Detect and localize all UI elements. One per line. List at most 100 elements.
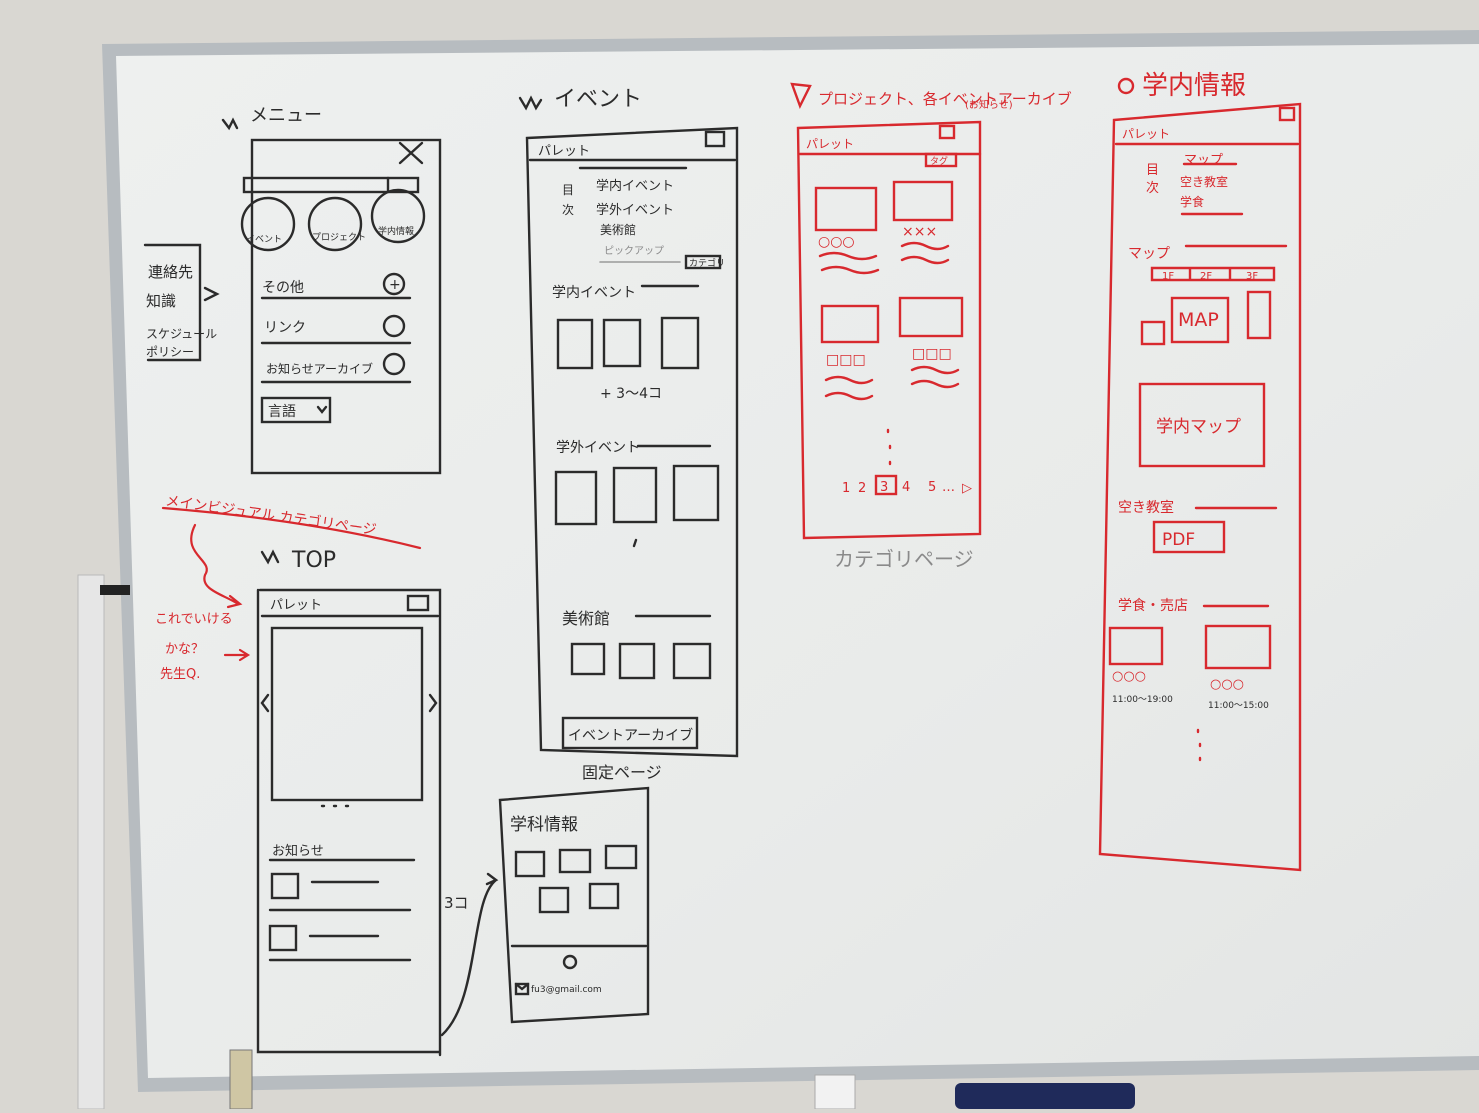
menu-icon (704, 130, 726, 148)
red-notes (161, 506, 422, 662)
side-item: 知識 (146, 292, 176, 310)
event-toc-item: 美術館 (600, 222, 636, 237)
cafe-name: ○○○ (1210, 677, 1244, 692)
teacher-note-line: 先生Q. (160, 667, 200, 682)
campus-toc-label: 次 (1146, 180, 1159, 196)
event-section-title: 美術館 (562, 609, 610, 628)
top-logo: パレット (270, 598, 322, 613)
chevron-left-icon (260, 693, 270, 713)
event-archive-button (561, 716, 699, 750)
project-sub: (お知らせ) (965, 98, 1013, 111)
menu-circle-label-1: イベント (246, 235, 282, 245)
pager-item: 1 (842, 481, 850, 496)
chair-back (955, 1083, 1135, 1109)
mail-icon (514, 982, 530, 996)
event-sketch (518, 95, 739, 758)
plus-icon (382, 352, 406, 376)
pager-item: 5 (928, 480, 936, 495)
cafe-hours: 11:00〜15:00 (1208, 701, 1269, 711)
campus-toc-item: 空き教室 (1180, 174, 1228, 189)
side-item: 連絡先 (148, 263, 193, 281)
project-card-label: □□□ (826, 352, 866, 368)
event-toc-item: 学外イベント (596, 202, 674, 218)
event-more-tag: カテゴリ (689, 257, 725, 269)
menu-heading: メニュー (250, 105, 322, 126)
menu-circle-label-3: 学内情報 (378, 225, 414, 237)
dept-title: 学科情報 (510, 815, 578, 835)
pager-item: … (942, 480, 955, 495)
event-count-note: + 3〜4コ (600, 386, 662, 402)
campus-map-title: マップ (1128, 246, 1170, 262)
pager-current (874, 474, 898, 496)
side-item: スケジュール (146, 327, 217, 341)
cafe-name: ○○○ (1112, 669, 1146, 684)
menu-circle-3 (370, 188, 426, 244)
teacher-note-line: かな？ (165, 642, 204, 657)
cafe-title: 学食・売店 (1118, 597, 1188, 614)
event-section-title: 学外イベント (556, 440, 640, 456)
campus-sketch (1098, 77, 1302, 872)
project-sketch (790, 82, 982, 540)
menu-circle-1 (240, 196, 296, 252)
campus-heading: 学内情報 (1142, 71, 1246, 101)
event-logo: パレット (538, 144, 590, 159)
map-marker-icon (1140, 320, 1166, 346)
top-heading: TOP (291, 548, 336, 573)
floor-tab: 2F (1200, 271, 1212, 282)
rooms-title: 空き教室 (1118, 499, 1174, 516)
dept-sketch (498, 786, 650, 1024)
event-toc-item: 学内イベント (596, 178, 674, 194)
pdf-button (1152, 520, 1226, 554)
plus-icon (382, 314, 406, 338)
campus-map-label: 学内マップ (1156, 417, 1241, 437)
instagram-icon (562, 954, 578, 970)
chevron-right-icon (428, 693, 438, 713)
dept-email: fu3@gmail.com (531, 985, 602, 995)
event-caption: 固定ページ (582, 763, 662, 782)
menu-circle-label-2: プロジェクト (312, 232, 366, 243)
event-heading: イベント (554, 87, 642, 112)
floor-selector (1246, 290, 1272, 340)
menu-plus-glyph: + (389, 277, 401, 293)
tag-label (924, 152, 958, 168)
marker-bottom (229, 1049, 253, 1110)
project-logo: パレット (806, 137, 854, 151)
teacher-note-line: これでいける (155, 612, 233, 627)
board-surface (116, 44, 1479, 1078)
project-card-label: □□□ (912, 346, 952, 362)
plus-icon (382, 272, 406, 296)
menu-icon (1278, 106, 1296, 122)
menu-row-label: その他 (262, 280, 304, 296)
campus-toc-item: 学食 (1180, 194, 1204, 209)
campus-toc-item: マップ (1184, 153, 1223, 168)
map-box (1170, 296, 1230, 344)
chevron-down-icon (316, 405, 328, 414)
menu-sketch (143, 117, 442, 475)
menu-language: 言語 (268, 404, 296, 420)
pager-item: 2 (858, 481, 866, 496)
event-toc-label: 次 (562, 203, 574, 217)
event-section-title: 学内イベント (552, 285, 636, 301)
project-card-label: ××× (902, 224, 937, 240)
language-select (260, 396, 332, 424)
side-item: ポリシー (146, 345, 194, 359)
floor-tab: 3F (1246, 271, 1258, 282)
project-tag: タグ (930, 155, 948, 167)
pager-item: ▷ (962, 481, 972, 496)
event-archive-label: イベントアーカイブ (568, 727, 693, 744)
category-tag (684, 254, 722, 270)
campus-toc-label: 目 (1146, 163, 1159, 178)
menu-circle-2 (307, 196, 363, 252)
menu-icon (938, 124, 956, 140)
eraser-holder (814, 1074, 856, 1110)
menu-row-label: お知らせアーカイブ (266, 361, 373, 376)
event-toc-label: 目 (562, 183, 574, 197)
top-news-title: お知らせ (272, 843, 324, 859)
hero-image (270, 626, 424, 802)
menu-icon (406, 594, 430, 612)
campus-logo: パレット (1122, 127, 1170, 141)
map-label: MAP (1178, 309, 1219, 331)
project-heading: プロジェクト、各イベントアーカイブ (818, 90, 1072, 108)
